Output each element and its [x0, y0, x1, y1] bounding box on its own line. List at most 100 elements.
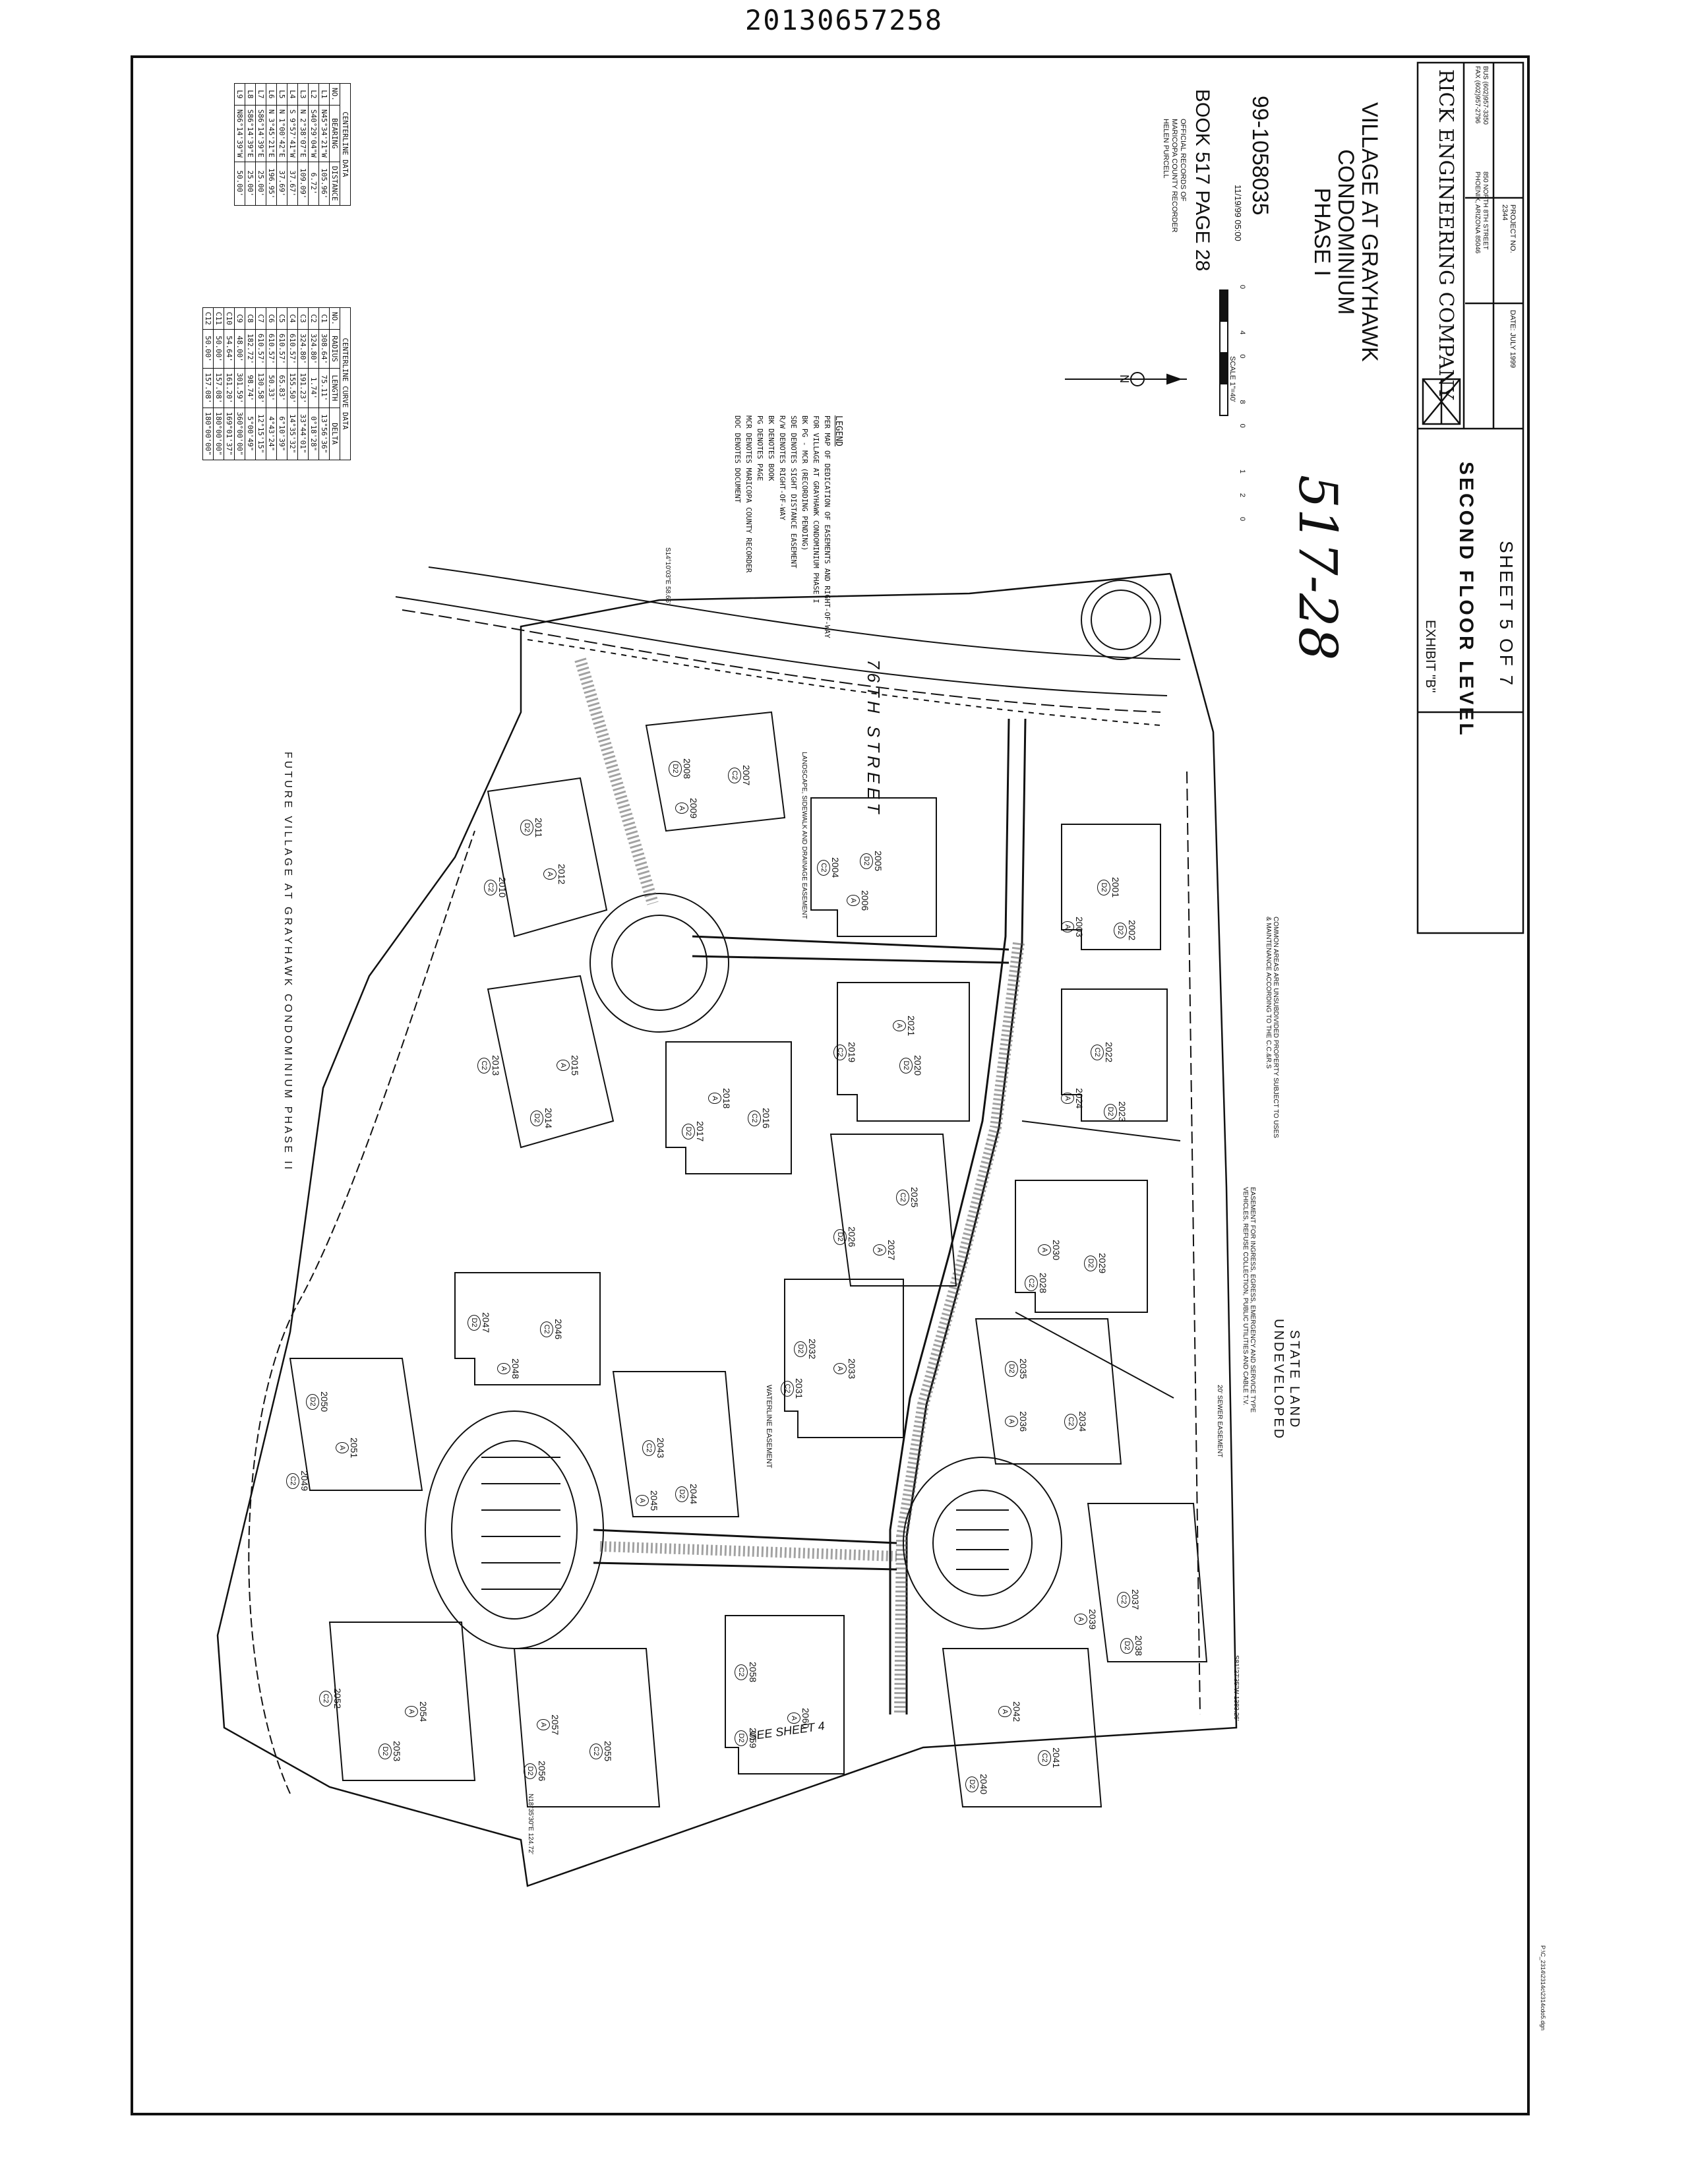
unit-type-badge: D2: [682, 1123, 695, 1139]
project-label: PROJECT NO.: [1509, 204, 1517, 253]
unit-type-badge: D2: [1084, 1255, 1097, 1271]
recorder-name: HELEN PURCELL: [1162, 119, 1170, 179]
scale-ticks: 0 40 80 120: [1238, 285, 1246, 541]
unit-number: 2028: [1038, 1273, 1048, 1294]
county-recorder: MARICOPA COUNTY RECORDER: [1170, 119, 1178, 233]
curve-table-cell: 169°01'37": [224, 408, 235, 460]
scale-tick-1: 40: [1238, 330, 1246, 379]
line-table-cell: 109.09': [297, 162, 309, 206]
unit-number: 2046: [553, 1319, 564, 1340]
unit-number: 2024: [1074, 1088, 1085, 1109]
unit-number: 2030: [1051, 1240, 1062, 1261]
line-table-cell: L2: [308, 83, 319, 106]
line-table-cell: L1: [318, 83, 330, 106]
address-line-2: PHOENIX, ARIZONA 85046: [1474, 171, 1481, 254]
project-title-3: PHASE I: [1310, 187, 1335, 276]
instrument-number: 99-1058035: [1248, 96, 1273, 216]
curve-table-cell: C7: [255, 307, 266, 330]
curve-table-cell: C12: [202, 307, 214, 330]
unit-type-badge: C2: [477, 1057, 491, 1074]
company-name: RICK ENGINEERING COMPANY: [1434, 69, 1457, 400]
unit-number: 2010: [497, 877, 508, 898]
curve-table-cell: 308.64': [318, 329, 330, 369]
curve-table-cell: C10: [224, 307, 235, 330]
unit-number: 2009: [688, 798, 699, 819]
unit-type-badge: A: [708, 1092, 721, 1105]
curve-table: CENTERLINE CURVE DATA NO. RADIUS LENGTH …: [202, 307, 351, 460]
bus-phone: BUS (602)957-3350: [1482, 66, 1489, 125]
north-label: N: [1118, 375, 1131, 383]
curve-table-cell: 50.00': [213, 329, 224, 369]
waterline-label: WATERLINE EASEMENT: [765, 1385, 773, 1469]
unit-type-badge: A: [893, 1019, 906, 1032]
curve-table-cell: 65.83': [276, 368, 287, 408]
unit-number: 2055: [603, 1741, 613, 1762]
unit-type-badge: C2: [1038, 1749, 1051, 1766]
unit-type-badge: C2: [748, 1110, 761, 1126]
unit-type-badge: D2: [530, 1110, 543, 1126]
unit-type-badge: D2: [669, 760, 682, 777]
line-table-cell: 196.95': [266, 162, 277, 206]
line-table-cell: 6.72': [308, 162, 319, 206]
unit-type-badge: D2: [794, 1341, 807, 1357]
unit-type-badge: D2: [467, 1314, 481, 1331]
unit-type-badge: D2: [1120, 1637, 1133, 1654]
unit-number: 2004: [830, 857, 841, 878]
unit-number: 2042: [1011, 1701, 1022, 1722]
unit-number: 2027: [886, 1240, 897, 1261]
curve-table-cell: 157.08': [213, 368, 224, 408]
scale-tick-0: 0: [1238, 285, 1246, 309]
curve-table-cell: 610.57': [287, 329, 298, 369]
project-title-2: CONDOMINIUM: [1333, 149, 1358, 315]
unit-type-badge: D2: [378, 1743, 392, 1759]
unit-number: 2017: [695, 1121, 706, 1142]
curve-table-cell: 610.57': [266, 329, 277, 369]
curve-table-cell: 1.74': [308, 368, 319, 408]
project-title-1: VILLAGE AT GRAYHAWK: [1357, 102, 1382, 362]
unit-type-badge: D2: [833, 1228, 847, 1245]
unit-number: 2047: [481, 1312, 491, 1333]
unit-type-badge: D2: [965, 1776, 979, 1792]
line-table-cell: S 9°57'41"W: [287, 105, 298, 162]
date-label: DATE:: [1509, 310, 1517, 331]
unit-type-badge: C2: [642, 1440, 655, 1456]
legend-item: PG DENOTES PAGE: [756, 415, 764, 481]
curve-col-delta: DELTA: [329, 408, 340, 460]
curve-table-cell: 0°18'28": [308, 408, 319, 460]
curve-col-no: NO.: [329, 307, 340, 330]
date-block: DATE: JULY 1999: [1509, 310, 1517, 368]
unit-type-badge: A: [787, 1712, 800, 1724]
sewer-easement-label: 20' SEWER EASEMENT: [1216, 1385, 1223, 1458]
unit-type-badge: C2: [1091, 1044, 1104, 1060]
unit-number: 2007: [741, 765, 752, 786]
scale-tick-3: 120: [1238, 469, 1246, 541]
unit-type-badge: D2: [524, 1763, 537, 1779]
line-table-cell: N 2°38'07"E: [297, 105, 309, 162]
legend-items: PER MAP OF DEDICATION OF EASEMENTS AND R…: [732, 415, 833, 638]
line-table-cell: L7: [255, 83, 266, 106]
legend-item: DOC DENOTES DOCUMENT: [733, 415, 742, 503]
line-table-cell: 37.67': [287, 162, 298, 206]
curve-table-cell: 50.33': [266, 368, 277, 408]
unit-type-badge: C2: [817, 859, 830, 876]
unit-number: 2060: [800, 1708, 811, 1729]
